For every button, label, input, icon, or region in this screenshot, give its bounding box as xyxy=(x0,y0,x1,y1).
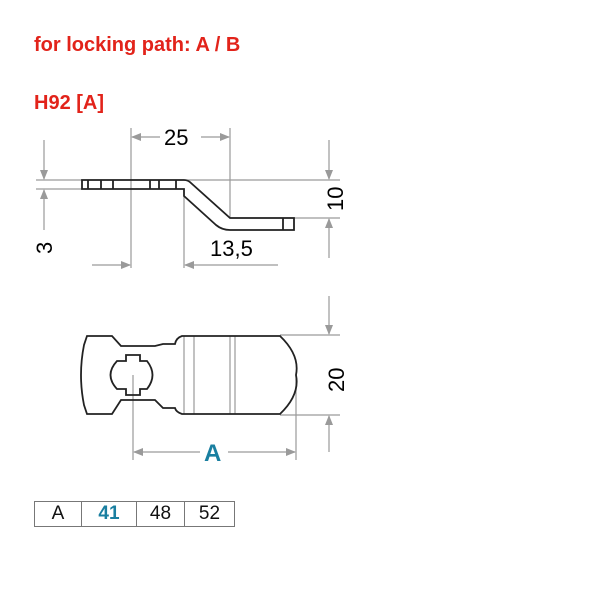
side-view: 25 13,5 3 10 xyxy=(32,125,348,269)
dim-thickness-3: 3 xyxy=(32,242,57,254)
table-cell: 52 xyxy=(184,501,235,527)
table-row: A 41 48 52 xyxy=(34,501,235,527)
dim-width-20: 20 xyxy=(324,368,349,392)
dim-offset-13-5: 13,5 xyxy=(210,236,253,261)
table-cell-selected: 41 xyxy=(81,501,137,527)
dim-height-10: 10 xyxy=(323,187,348,211)
top-view: 20 A xyxy=(80,296,349,467)
model-label: H92 [A] xyxy=(34,92,105,114)
dim-length-25: 25 xyxy=(164,125,188,150)
table-cell-label: A xyxy=(34,501,82,527)
table-cell: 48 xyxy=(136,501,185,527)
spec-table: A 41 48 52 xyxy=(34,501,235,527)
dim-a-label: A xyxy=(204,440,221,467)
page-title: for locking path: A / B xyxy=(34,34,241,56)
